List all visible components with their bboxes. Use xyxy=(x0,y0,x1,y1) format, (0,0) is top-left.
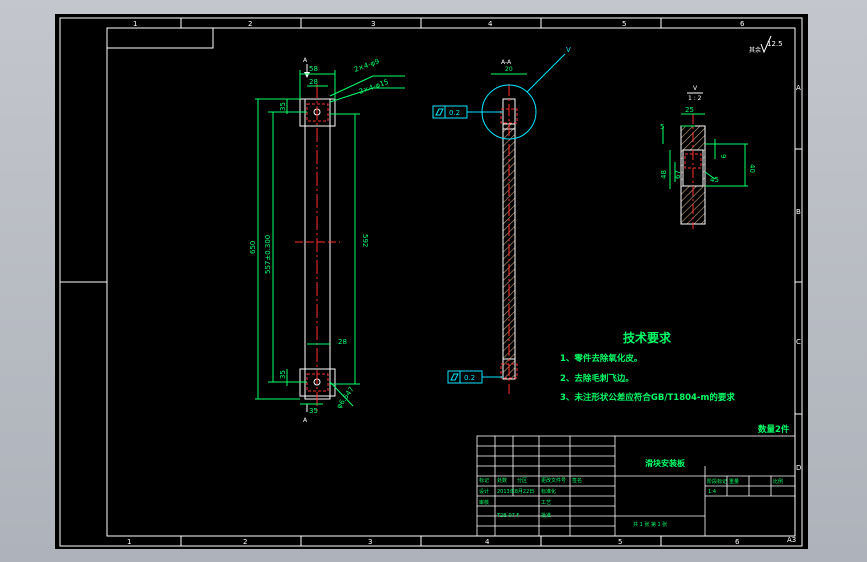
sheet-inner-border xyxy=(106,27,796,537)
detail-ref: V xyxy=(566,46,571,54)
detail-title: V xyxy=(693,85,698,92)
dim-bottom-offset: 35 xyxy=(279,370,287,379)
quantity: 数量2件 xyxy=(758,424,790,435)
tb-process: 工艺 xyxy=(541,500,551,506)
zone-bottom-6: 6 xyxy=(735,538,740,546)
tolerance-frame-top: 0.2 xyxy=(432,105,503,119)
left-dimensions xyxy=(255,70,405,407)
tb-signature: 签名 xyxy=(572,477,582,484)
tech-item-3: 3、未注形状公差应符合GB/T1804-m的要求 xyxy=(560,392,735,403)
zone-bottom-4: 4 xyxy=(485,538,490,546)
zone-top-6: 6 xyxy=(740,20,745,28)
zone-side-a: A xyxy=(796,84,801,92)
tolerance-top-value: 0.2 xyxy=(449,109,460,117)
sheet-size: A3 xyxy=(787,536,796,544)
tech-title: 技术要求 xyxy=(623,330,672,345)
tb-approve: 批准 xyxy=(541,512,551,519)
tech-item-2: 2、去除毛刺飞边。 xyxy=(560,373,634,384)
title-block xyxy=(476,435,796,537)
tech-requirements: 技术要求 1、零件去除氧化皮。 2、去除毛刺飞边。 3、未注形状公差应符合GB/… xyxy=(560,330,735,403)
dim-bottom-inner: 28 xyxy=(338,338,347,346)
zone-side-b: B xyxy=(796,208,801,216)
zone-bottom-3: 3 xyxy=(368,538,372,546)
roughness-symbol: 12.5 其余 xyxy=(749,35,783,54)
zone-top-5: 5 xyxy=(622,20,626,28)
detail-dim-48: 48 xyxy=(660,170,668,179)
dim-hole-spacing: 557±0.300 xyxy=(264,235,272,274)
tb-check: 审核 xyxy=(479,499,489,506)
zone-bottom-1: 1 xyxy=(127,538,131,546)
section-label-bottom: A xyxy=(303,417,308,424)
zone-bottom-5: 5 xyxy=(618,538,622,546)
tb-scale-label: 比例 xyxy=(773,478,783,485)
tolerance-bottom-value: 0.2 xyxy=(464,374,475,382)
drawing-svg: 1 2 3 4 5 6 1 2 3 4 5 6 A B C D A3 12.5 xyxy=(59,17,803,547)
dim-inner-length: 592 xyxy=(361,234,369,247)
tb-count: 处数 xyxy=(497,477,507,484)
detail-dim-5: 5 xyxy=(660,123,664,131)
tb-mark: 标记 xyxy=(479,477,489,484)
zone-side-c: C xyxy=(796,338,801,346)
tb-weight: 重量 xyxy=(729,478,739,485)
tb-stage: 阶段标记 xyxy=(707,478,727,485)
section-label-top: A xyxy=(303,57,308,64)
detail-view: V 1 : 2 xyxy=(680,85,706,229)
dim-top-inner: 28 xyxy=(309,78,318,86)
roughness-suffix: 其余 xyxy=(749,46,761,54)
zone-top-3: 3 xyxy=(371,20,375,28)
dim-top-width: 58 xyxy=(309,65,318,73)
tech-item-1: 1、零件去除氧化皮。 xyxy=(560,353,642,364)
tb-design: 设计 xyxy=(479,488,489,495)
tb-sheet-info: 共 1 张 第 1 张 xyxy=(633,521,667,528)
middle-top-dim: 20 xyxy=(505,66,513,73)
dim-top-offset: 35 xyxy=(279,102,287,111)
dim-diameter: φ6.547 xyxy=(335,385,356,410)
tb-change-doc: 更改文件号 xyxy=(541,477,566,484)
zone-top-2: 2 xyxy=(248,20,252,28)
dim-bottom-width: 35 xyxy=(309,407,318,415)
tb-zone: 分区 xyxy=(517,477,527,484)
zone-bottom-2: 2 xyxy=(243,538,247,546)
tolerance-frame-bottom: 0.2 xyxy=(447,370,503,384)
detail-scale: 1 : 2 xyxy=(688,95,702,102)
zone-top-1: 1 xyxy=(133,20,137,28)
tb-standard: 标准化 xyxy=(541,488,556,495)
tb-part-name: 滑块安装板 xyxy=(645,458,686,468)
dim-overall-length: 650 xyxy=(249,241,257,254)
detail-dimensions xyxy=(662,113,748,189)
section-title: A-A xyxy=(501,59,512,66)
zone-ticks xyxy=(60,18,802,546)
left-view: A A xyxy=(295,57,340,424)
tb-scale-value: 1:4 xyxy=(708,489,716,495)
dim-hole-small: 2×4-φ9 xyxy=(353,57,381,74)
detail-dim-25: 25 xyxy=(685,106,694,114)
tb-date-label: T2B-07 F xyxy=(496,513,519,519)
detail-dim-40: 40 xyxy=(748,164,756,173)
corner-box xyxy=(106,27,214,49)
tb-design-sig: 2013年8月22日 xyxy=(497,488,534,495)
zone-side-d: D xyxy=(796,464,801,472)
middle-view: V A-A 20 0.2 0.2 xyxy=(432,46,571,394)
detail-dim-45: 45 xyxy=(710,176,719,184)
detail-dim-9: 9 xyxy=(719,154,727,158)
zone-top-4: 4 xyxy=(488,20,493,28)
roughness-value: 12.5 xyxy=(767,40,783,48)
drawing-canvas[interactable]: 1 2 3 4 5 6 1 2 3 4 5 6 A B C D A3 12.5 xyxy=(55,14,808,549)
detail-dim-67: 67 xyxy=(674,170,682,179)
